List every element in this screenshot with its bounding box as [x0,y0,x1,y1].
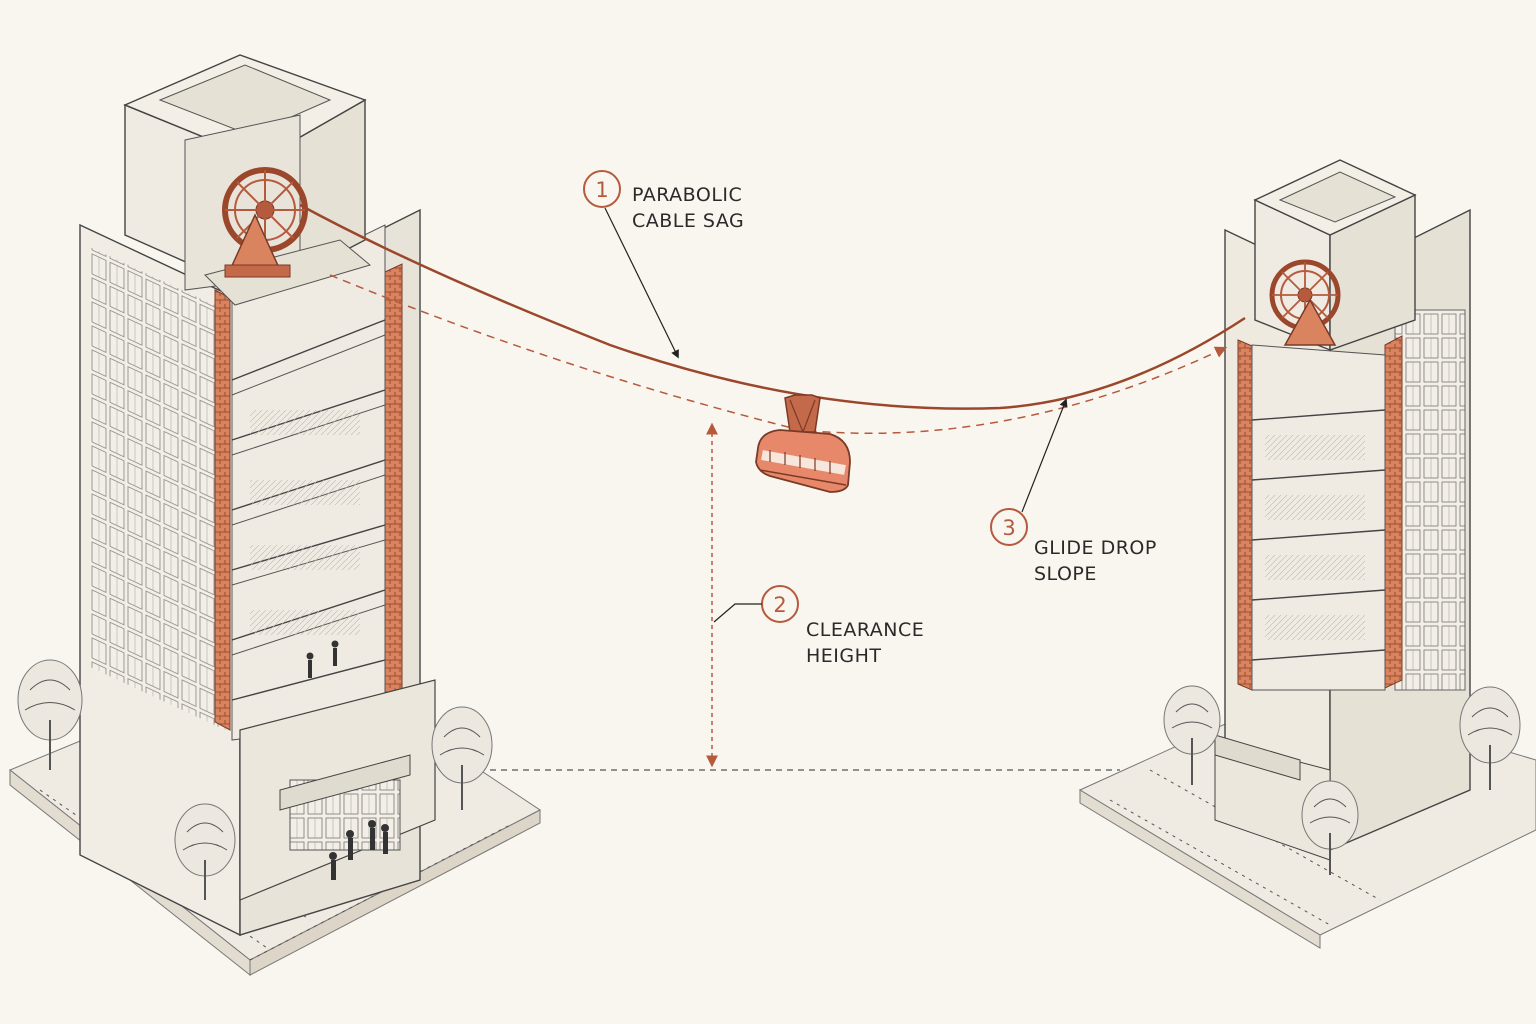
callout-clearance-height: 2 CLEARANCE HEIGHT [713,585,924,667]
callout-3-line2: SLOPE [1034,563,1097,585]
callout-2-line2: HEIGHT [806,645,882,667]
callout-3-badge [990,508,1028,546]
right-building [1214,159,1471,861]
callout-1-line2: CABLE SAG [632,210,744,232]
callout-3-line1: GLIDE DROP [1034,537,1157,559]
callout-1-badge [583,170,621,208]
left-trees [17,659,493,900]
callout-2-leader [713,603,762,623]
left-building [79,54,436,937]
callout-1-leader [604,207,679,359]
callout-3-leader [1021,398,1068,513]
callout-2-line1: CLEARANCE [806,619,924,641]
callout-parabolic-cable-sag: 1 PARABOLIC CABLE SAG [583,170,744,359]
gondola [755,394,851,493]
callout-1-line1: PARABOLIC [632,184,742,206]
callout-1-number: 1 [595,178,608,202]
parabolic-cable [299,203,1246,410]
callout-glide-drop-slope: 3 GLIDE DROP SLOPE [990,398,1157,585]
callout-3-number: 3 [1002,516,1015,540]
right-bullwheel [1269,259,1341,346]
right-trees [1163,685,1521,875]
left-building-floors [231,224,386,741]
callout-2-number: 2 [773,593,786,617]
glide-drop-slope-line [329,274,1228,434]
left-people [306,640,389,880]
left-bullwheel [222,167,308,278]
